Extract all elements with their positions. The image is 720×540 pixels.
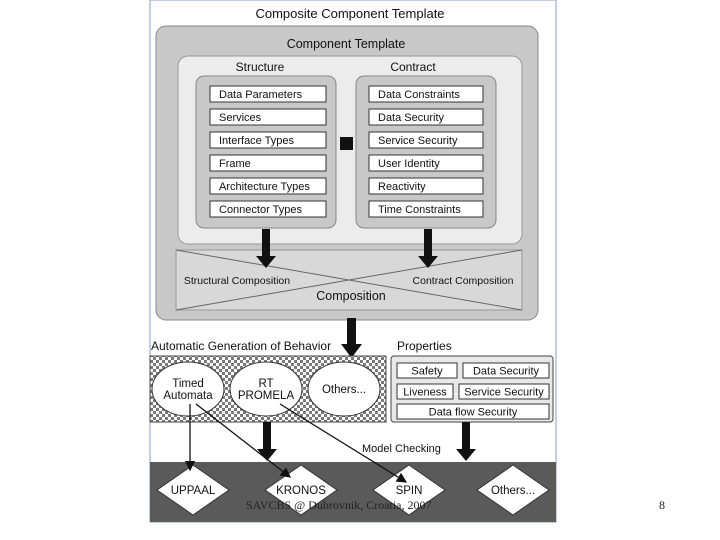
contract-composition-label: Contract Composition	[413, 275, 514, 287]
model-checker-label: Others...	[491, 485, 535, 497]
property-item-box	[396, 403, 550, 420]
structure-item-label: Connector Types	[219, 204, 302, 216]
component-template-label: Component Template	[287, 37, 406, 51]
contract-down-arrow	[418, 229, 438, 268]
connector-square	[340, 137, 353, 150]
model-checker-label: KRONOS	[276, 485, 326, 497]
contract-item-box	[368, 154, 484, 172]
structure-heading: Structure	[236, 60, 285, 74]
contract-item-label: Reactivity	[378, 181, 426, 193]
model-checker-diamond	[476, 464, 550, 516]
structure-item-box	[209, 85, 327, 103]
behavior-model-ellipse	[151, 361, 225, 417]
structure-item-box	[209, 154, 327, 172]
property-item-label: Data Security	[473, 366, 540, 378]
contract-item-label: User Identity	[378, 158, 440, 170]
contract-heading: Contract	[390, 60, 436, 74]
structure-item-label: Data Parameters	[219, 89, 303, 101]
structure-item-label: Services	[219, 112, 262, 124]
contract-item-box	[368, 85, 484, 103]
structure-item-label: Frame	[219, 158, 251, 170]
model-checker-diamond	[156, 464, 230, 516]
timed-automata-to-kronos-arrow	[195, 403, 292, 478]
page-number: 8	[659, 498, 665, 512]
property-item-box	[462, 362, 550, 379]
contract-item-label: Data Security	[378, 112, 445, 124]
structural-composition-label: Structural Composition	[184, 275, 290, 287]
behavior-heading: Automatic Generation of Behavior	[151, 339, 331, 353]
promela-to-spin-arrow	[279, 403, 408, 483]
contract-item-label: Time Constraints	[378, 204, 461, 216]
structure-down-arrow	[256, 229, 276, 268]
contract-item-box	[368, 108, 484, 126]
structure-item-label: Interface Types	[219, 135, 295, 147]
model-checker-label: SPIN	[396, 485, 423, 497]
structure-item-box	[209, 131, 327, 149]
footer-source: SAVCBS @ Dubrovnik, Croatia, 2007	[246, 498, 432, 512]
structure-item-box	[209, 108, 327, 126]
composition-band	[175, 249, 523, 311]
diagram-title: Composite Component Template	[255, 6, 444, 21]
structure-item-label: Architecture Types	[219, 181, 310, 193]
property-item-box	[458, 383, 550, 400]
behavior-model-ellipse	[307, 361, 381, 417]
model-checker-label: UPPAAL	[171, 485, 216, 497]
contract-item-label: Service Security	[378, 135, 458, 147]
behavior-model-ellipse	[229, 361, 303, 417]
property-item-label: Safety	[411, 366, 443, 378]
property-item-box	[396, 383, 454, 400]
structure-item-box	[209, 177, 327, 195]
contract-item-box	[368, 131, 484, 149]
model-checking-label: Model Checking	[362, 443, 441, 455]
model-checker-diamond	[372, 464, 446, 516]
properties-to-checking-arrow	[456, 422, 476, 461]
properties-heading: Properties	[397, 339, 452, 353]
property-item-label: Service Security	[464, 387, 544, 399]
contract-item-box	[368, 177, 484, 195]
composition-label: Composition	[316, 289, 386, 303]
contract-item-box	[368, 200, 484, 218]
property-item-label: Liveness	[403, 387, 447, 399]
contract-item-label: Data Constraints	[378, 89, 460, 101]
property-item-box	[396, 362, 458, 379]
composition-down-arrow	[341, 318, 362, 358]
structure-item-box	[209, 200, 327, 218]
behavior-model-label: Others...	[322, 384, 366, 396]
behavior-to-checking-arrow	[257, 422, 277, 461]
property-item-label: Data flow Security	[429, 407, 518, 419]
